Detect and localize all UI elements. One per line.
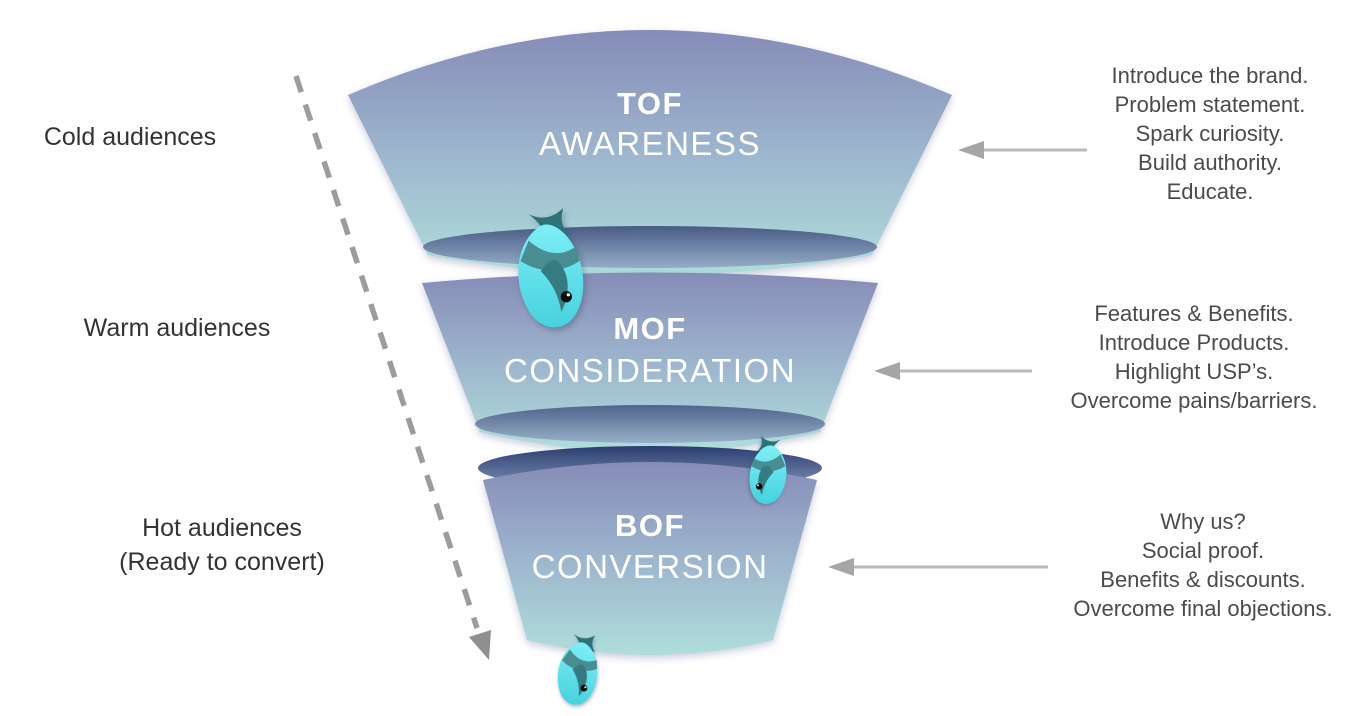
mof-opening-shadow — [475, 405, 825, 443]
tactic-line: Why us? — [1160, 509, 1246, 534]
tof-body — [348, 30, 952, 275]
tactic-line: Spark curiosity. — [1135, 121, 1285, 146]
audience-text: Cold audiences — [43, 123, 217, 151]
tactic-line: Problem statement. — [1114, 92, 1306, 117]
funnel-stage-bof-shape — [478, 446, 822, 655]
tactic-line: Build authority. — [1138, 150, 1282, 175]
tactic-line: Features & Benefits. — [1094, 301, 1294, 326]
stage-code-mof: MOF — [613, 311, 687, 346]
fish-icon — [749, 436, 787, 504]
audience-label-cold: Cold audiences — [10, 120, 250, 154]
audience-text: Warm audiences — [83, 314, 271, 342]
stage-name-awareness: AWARENESS — [539, 125, 761, 162]
tof-opening-shadow — [423, 226, 877, 268]
tactic-line: Educate. — [1166, 179, 1254, 204]
tactics-list-bof: Why us? Social proof. Benefits & discoun… — [1033, 507, 1372, 623]
tactic-line: Introduce Products. — [1098, 330, 1290, 355]
tactic-line: Overcome final objections. — [1073, 596, 1333, 621]
arrow-left-icon-bof — [828, 558, 1048, 576]
tactic-line: Introduce the brand. — [1111, 63, 1309, 88]
arrow-left-icon-tof — [958, 141, 1087, 159]
bof-body — [483, 462, 817, 655]
stage-code-tof: TOF — [617, 86, 683, 121]
audience-note: (Ready to convert) — [119, 548, 325, 576]
audience-text: Hot audiences — [142, 514, 302, 542]
stage-code-bof: BOF — [615, 508, 685, 543]
stage-name-consideration: CONSIDERATION — [503, 352, 797, 389]
tactics-list-mof: Features & Benefits. Introduce Products.… — [1024, 299, 1364, 415]
tactic-line: Benefits & discounts. — [1100, 567, 1306, 592]
tactic-line: Social proof. — [1141, 538, 1265, 563]
dashed-arrow-down-icon — [293, 75, 491, 660]
arrow-left-icon-mof — [874, 362, 1032, 380]
stage-name-conversion: CONVERSION — [531, 548, 769, 585]
audience-label-hot: Hot audiences (Ready to convert) — [82, 511, 362, 579]
tactic-line: Highlight USP’s. — [1114, 359, 1274, 384]
tactics-list-tof: Introduce the brand. Problem statement. … — [1040, 61, 1372, 206]
tactic-line: Overcome pains/barriers. — [1070, 388, 1318, 413]
audience-label-warm: Warm audiences — [37, 311, 317, 345]
